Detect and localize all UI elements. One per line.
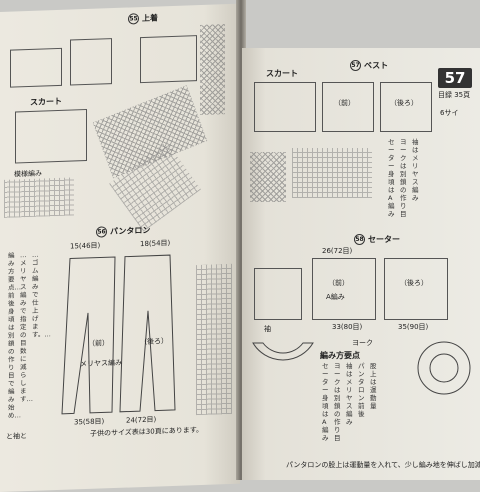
pattern-label: メリヤス編み xyxy=(80,358,122,369)
skirt-label: スカート xyxy=(30,96,62,107)
yoke-diagram-right xyxy=(417,341,471,395)
vest-front-diagram xyxy=(322,82,374,132)
instruction-heading: 編み方要点 xyxy=(320,351,360,360)
pants-front-label: （前） xyxy=(88,339,109,348)
body-pattern: A編み xyxy=(326,293,345,301)
pants-diagram xyxy=(61,254,176,415)
right-vertical-text-3: 袖はメリヤス編み xyxy=(412,138,419,202)
yoke-diagram-left xyxy=(252,342,314,361)
sweater-title: セーター xyxy=(368,235,400,244)
jacket-front-diagram xyxy=(10,47,62,88)
instruction-col-5: 股上は運動量 xyxy=(370,362,377,410)
page-number-box: 57 xyxy=(438,68,472,88)
sweater-back: （後ろ） xyxy=(400,279,428,287)
top-section-title: 上着 xyxy=(142,13,158,24)
measure-f: 35(90目) xyxy=(398,323,429,331)
left-vertical-text-2: …メリヤス編みで指定の目数に減らします… xyxy=(20,251,33,404)
jacket-back-diagram xyxy=(140,35,197,84)
vest-back: （後ろ） xyxy=(390,99,418,107)
bottom-text-left: と袖と xyxy=(6,432,27,441)
left-vertical-text-3: …ゴム編みで仕上げます。… xyxy=(32,250,51,339)
vest-back-diagram xyxy=(380,82,432,132)
right-vertical-text-1: セーター身頃はA編み xyxy=(388,138,395,218)
vest-number: 57 xyxy=(350,60,361,71)
sweater-front: （前） xyxy=(328,279,349,287)
pants-title: パンタロン xyxy=(110,225,151,237)
measure-b: 24(72目) xyxy=(126,415,157,425)
instruction-col-3: 袖はメリヤス編み xyxy=(346,362,353,426)
jacket-sleeve-diagram xyxy=(70,38,112,86)
yoke-label: ヨーク xyxy=(352,339,373,347)
pants-knit-chart xyxy=(196,263,232,416)
pants-back-label: （後ろ） xyxy=(140,337,168,347)
skirt-diagram xyxy=(15,108,87,164)
vest-label: ベスト xyxy=(364,61,389,70)
sweater-front-diagram xyxy=(312,258,376,320)
measure-e: 33(80目) xyxy=(332,323,363,331)
instruction-col-4: パンタロン前後 xyxy=(358,362,365,418)
sweater-back-diagram xyxy=(384,258,448,320)
sweater-sleeve-diagram xyxy=(254,268,302,320)
sweater-number: 58 xyxy=(354,234,365,245)
left-page: 55 上着 スカート 模様編み 56 パンタロン 15(46目) 18(54目)… xyxy=(0,3,240,492)
sleeve-label: 袖 xyxy=(264,325,271,333)
knit-chart xyxy=(4,177,74,218)
skirt-diagram-right xyxy=(254,82,316,132)
top-section-number: 55 xyxy=(128,13,141,25)
pants-section-number: 56 xyxy=(96,226,109,238)
instruction-col-2: ヨークは別鎖の作り目 xyxy=(334,362,341,442)
bottom-line: パンタロンの股上は運動量を入れて、少し編み地を伸ばし加減にして xyxy=(286,461,480,469)
right-vertical-text-2: ヨークは別鎖の作り目 xyxy=(400,138,407,218)
right-page: 57 目録 35頁 6サイ スカート 57 ベスト （前） （後ろ） セーター身… xyxy=(242,48,480,480)
left-vertical-text: 編み方要点…前後身頃は別鎖の作り目で編み始め… xyxy=(8,251,21,420)
vest-front: （前） xyxy=(334,99,355,107)
header-side-text: 目録 35頁 xyxy=(438,91,471,99)
instruction-col-1: セーター身頃はA編み xyxy=(322,362,329,442)
vest-pattern-swatch xyxy=(250,152,286,202)
vest-knit-chart xyxy=(292,148,372,198)
measure-d: 18(54目) xyxy=(140,239,171,249)
measure-c: 15(46目) xyxy=(70,241,101,251)
measure-a: 35(58目) xyxy=(74,417,105,427)
book-spine xyxy=(236,0,246,480)
bottom-text-right: 子供のサイズ表は30頁にあります。 xyxy=(90,425,203,438)
skirt-label-right: スカート xyxy=(266,69,298,78)
size-text: 6サイ xyxy=(440,109,459,117)
measure-g: 26(72目) xyxy=(322,247,353,255)
child-illustration xyxy=(200,24,225,116)
